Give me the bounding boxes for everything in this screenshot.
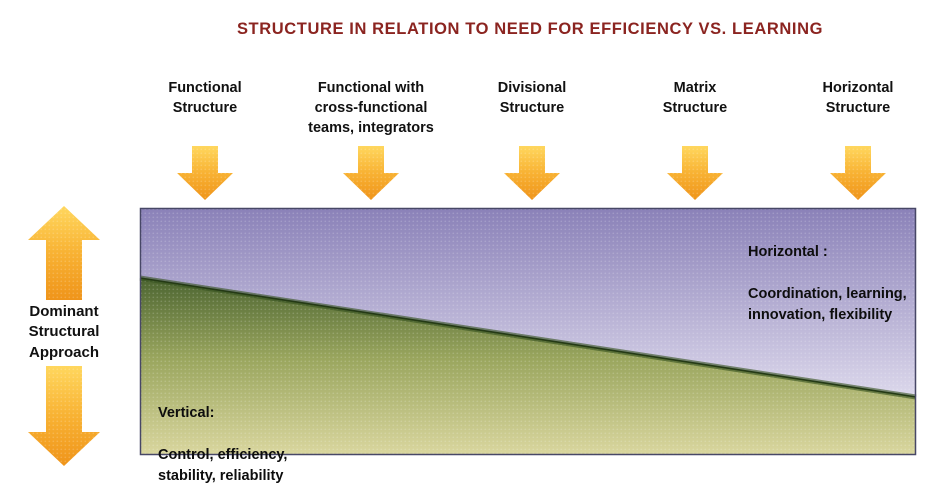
- vertical-region-heading: Vertical:: [158, 405, 215, 422]
- chart-border: [139, 207, 917, 456]
- diagonal-divider: [139, 277, 917, 398]
- chart-halftone-overlay: [140, 208, 916, 455]
- diagram-title: STRUCTURE IN RELATION TO NEED FOR EFFICI…: [236, 20, 824, 38]
- column-label-matrix: Matrix Structure: [662, 80, 728, 116]
- horizontal-region-label: Horizontal : Coordination, learning, inn…: [748, 221, 936, 347]
- horizontal-region-heading: Horizontal :: [748, 244, 828, 261]
- left-axis-label: Dominant Structural Approach: [28, 303, 100, 361]
- horizontal-region-detail: Coordination, learning, innovation, flex…: [748, 286, 907, 324]
- vertical-region-label: Vertical: Control, efficiency, stability…: [158, 382, 368, 497]
- column-label-horizontal: Horizontal Structure: [822, 80, 894, 116]
- vertical-region-detail: Control, efficiency, stability, reliabil…: [158, 447, 288, 485]
- arrow-halftone-overlay: [28, 146, 886, 466]
- column-label-cross-functional: Functional with cross-functional teams, …: [308, 80, 434, 136]
- column-label-functional: Functional Structure: [168, 80, 242, 116]
- column-label-divisional: Divisional Structure: [497, 80, 567, 116]
